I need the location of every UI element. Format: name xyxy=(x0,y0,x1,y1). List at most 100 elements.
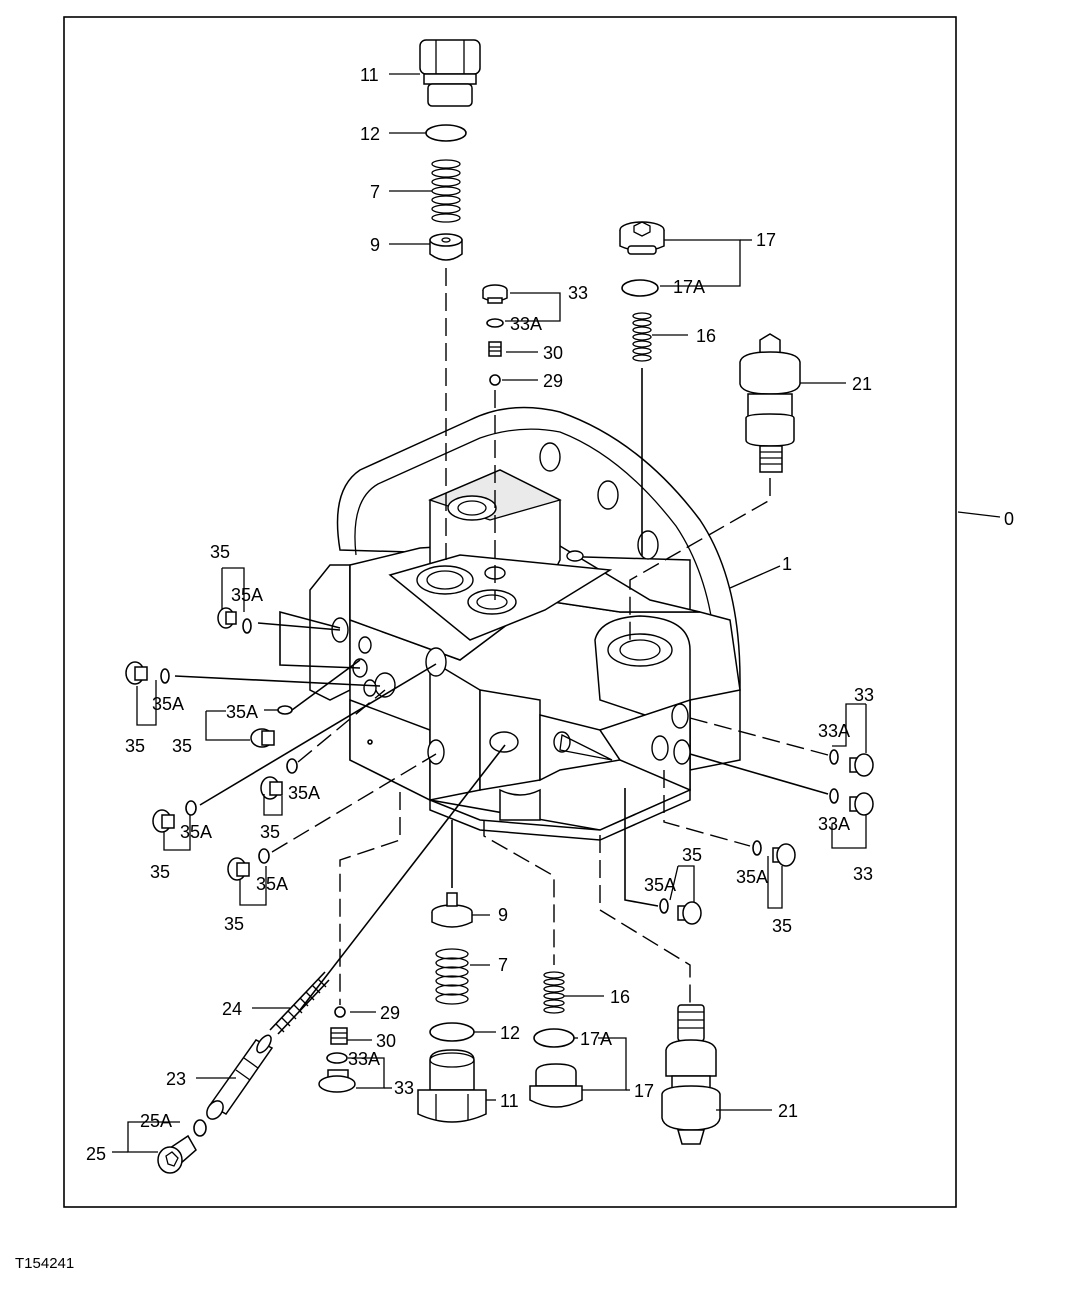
plug-35-left-5 xyxy=(152,809,175,833)
spring-16-top xyxy=(632,312,652,362)
label-35-b2: 35 xyxy=(772,916,792,936)
o-ring-35A-left-6 xyxy=(258,848,270,864)
figure-id: T154241 xyxy=(15,1255,74,1272)
plug-33-right-1 xyxy=(849,753,874,777)
o-ring-33A-right-2 xyxy=(829,788,839,804)
o-ring-35A-left-1 xyxy=(242,618,252,634)
label-7-bottom: 7 xyxy=(498,955,508,975)
label-35A-b2: 35A xyxy=(736,867,768,887)
ball-29-top xyxy=(489,374,501,386)
label-21-bottom: 21 xyxy=(778,1101,798,1121)
leader-line-35-1 xyxy=(257,622,341,631)
leader-line-35-6 xyxy=(271,753,437,853)
center-line-29-bottom xyxy=(339,792,401,1005)
plug-30-top xyxy=(488,341,502,357)
ball-29-bottom xyxy=(334,1006,346,1018)
label-12-bottom: 12 xyxy=(500,1023,520,1043)
spring-16-bottom xyxy=(543,971,565,1014)
label-16: 16 xyxy=(696,326,716,346)
center-line-21-bottom xyxy=(599,835,691,1005)
label-24: 24 xyxy=(222,999,242,1019)
label-11: 11 xyxy=(360,65,379,85)
label-leaders xyxy=(112,73,1001,1153)
o-ring-25A xyxy=(193,1119,207,1137)
label-35A-l5: 35A xyxy=(180,822,212,842)
label-17A: 17A xyxy=(673,277,705,297)
o-ring-17A-top xyxy=(621,279,659,297)
label-17-bottom: 17 xyxy=(634,1081,654,1101)
plug-33-bottom xyxy=(318,1069,356,1093)
label-12: 12 xyxy=(360,124,380,144)
label-9-bottom: 9 xyxy=(498,905,508,925)
o-ring-35A-right-2 xyxy=(659,898,669,914)
label-33A-r1: 33A xyxy=(818,721,850,741)
center-line-21-top xyxy=(629,478,771,640)
label-35A-l4: 35A xyxy=(288,783,320,803)
spring-24 xyxy=(269,971,330,1035)
plug-33-right-2 xyxy=(849,792,874,816)
label-35A-b1: 35A xyxy=(644,875,676,895)
label-35-l5: 35 xyxy=(150,862,170,882)
o-ring-35A-left-4 xyxy=(286,758,298,774)
o-ring-12-top xyxy=(425,124,467,142)
plug-35-left-6 xyxy=(227,857,250,881)
leader-line-35-bracket xyxy=(279,640,361,669)
label-1: 1 xyxy=(782,554,792,574)
relief-valve-21-bottom xyxy=(661,1004,721,1145)
label-29-bottom: 29 xyxy=(380,1003,400,1023)
plug-35-left-4 xyxy=(260,776,283,800)
relief-valve-21-top xyxy=(739,333,801,473)
label-0: 0 xyxy=(1004,509,1014,529)
label-35-l6: 35 xyxy=(224,914,244,934)
plug-35-left-2 xyxy=(125,661,148,685)
spool-23 xyxy=(206,1034,274,1120)
plug-35-right-2 xyxy=(677,901,702,925)
leader-line-35-5 xyxy=(199,663,437,806)
o-ring-35A-left-3 xyxy=(277,705,293,715)
label-16-bottom: 16 xyxy=(610,987,630,1007)
label-35-b1: 35 xyxy=(682,845,702,865)
label-35A-l3: 35A xyxy=(226,702,258,722)
leader-line-35-bracket-b xyxy=(279,610,341,640)
label-35-l2: 35 xyxy=(125,736,145,756)
o-ring-33A-right-1 xyxy=(829,749,839,765)
plug-11-top xyxy=(419,39,481,107)
label-29: 29 xyxy=(543,371,563,391)
label-35-l4: 35 xyxy=(260,822,280,842)
label-35A-l6: 35A xyxy=(256,874,288,894)
label-35A-l1: 35A xyxy=(231,585,263,605)
label-25: 25 xyxy=(86,1144,106,1164)
plug-35-right-1 xyxy=(772,843,796,867)
leader-line-35-r2 xyxy=(624,788,659,907)
valve-housing-1 xyxy=(309,406,741,841)
plug-33-top xyxy=(482,284,508,304)
label-9: 9 xyxy=(370,235,380,255)
label-33: 33 xyxy=(568,283,588,303)
plug-35-left-3 xyxy=(250,728,275,748)
o-ring-35A-left-5 xyxy=(185,800,197,816)
label-33A-r2: 33A xyxy=(818,814,850,834)
label-33-r2: 33 xyxy=(853,864,873,884)
leader-line-35-2 xyxy=(174,675,381,687)
plug-30-bottom xyxy=(330,1027,348,1045)
label-17: 17 xyxy=(756,230,776,250)
o-ring-35A-right-1 xyxy=(752,840,762,856)
seat-9-bottom xyxy=(431,892,473,928)
label-33A: 33A xyxy=(510,314,542,334)
plug-17-bottom xyxy=(529,1063,583,1108)
label-35A-l2: 35A xyxy=(152,694,184,714)
label-33A-bottom: 33A xyxy=(348,1049,380,1069)
o-ring-33A-bottom xyxy=(326,1052,348,1064)
o-ring-17A-bottom xyxy=(533,1028,575,1048)
plug-35-left-1 xyxy=(217,607,237,629)
seat-9-top xyxy=(429,233,463,261)
o-ring-12-bottom xyxy=(429,1022,475,1042)
label-30-bottom: 30 xyxy=(376,1031,396,1051)
plug-25 xyxy=(157,1134,197,1174)
label-11-bottom: 11 xyxy=(500,1091,519,1111)
leader-line-33-2 xyxy=(689,753,829,795)
label-33-bottom: 33 xyxy=(394,1078,414,1098)
label-35-l3: 35 xyxy=(172,736,192,756)
label-30: 30 xyxy=(543,343,563,363)
leader-line-35-r1 xyxy=(663,770,751,847)
